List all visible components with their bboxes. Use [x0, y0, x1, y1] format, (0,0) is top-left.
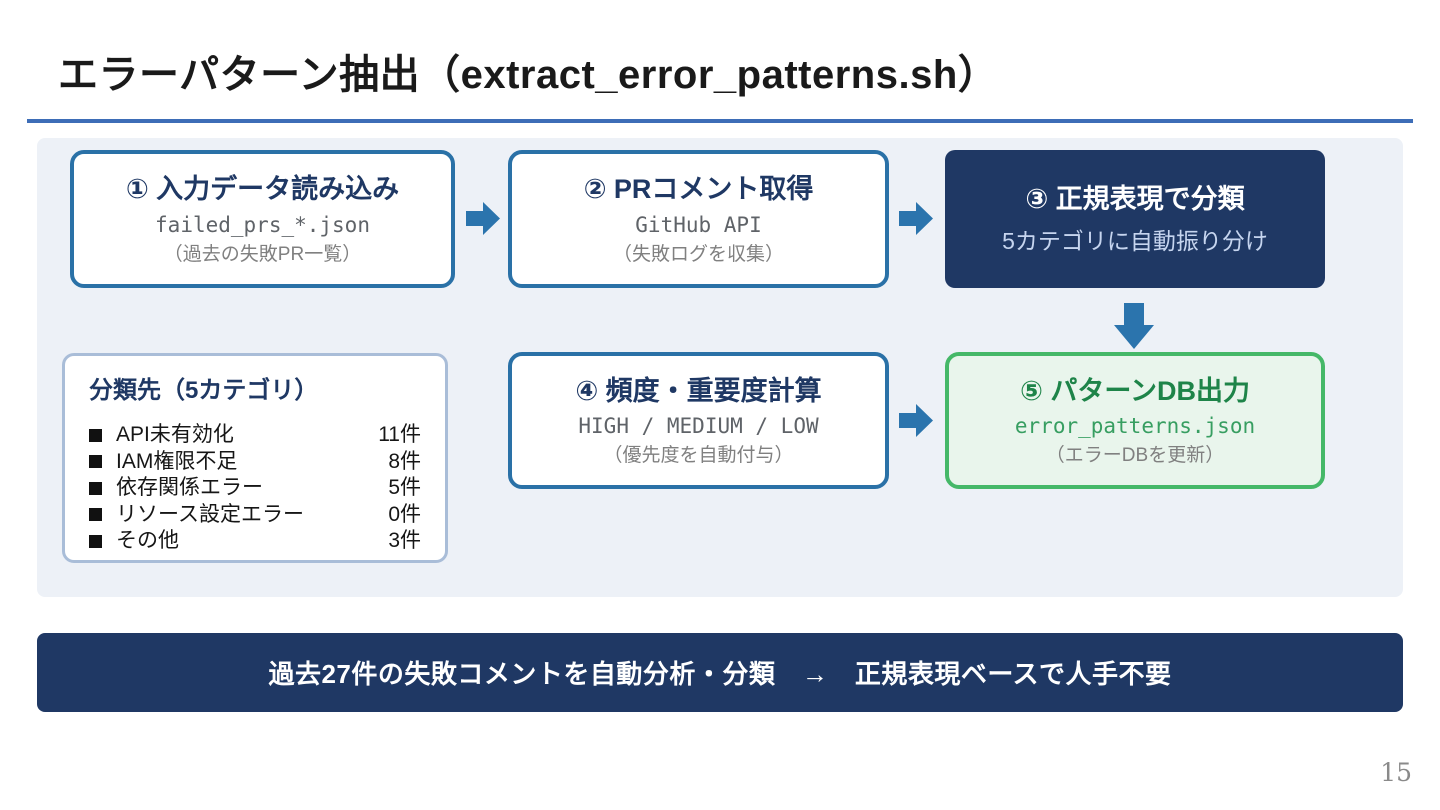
step-note: （優先度を自動付与）: [603, 445, 794, 467]
arrow-right-icon: [899, 402, 933, 444]
category-list-title: 分類先（5カテゴリ）: [89, 377, 319, 404]
category-label: 依存関係エラー: [116, 476, 263, 500]
category-label: リソース設定エラー: [116, 502, 304, 526]
category-count: 0件: [388, 502, 421, 526]
category-label: その他: [116, 529, 179, 553]
bullet-square-icon: [89, 508, 102, 522]
bullet-square-icon: [89, 428, 102, 442]
step-note: （失敗ログを収集）: [612, 243, 784, 265]
title-divider: [27, 119, 1413, 123]
category-count: 3件: [388, 529, 421, 553]
category-label: IAM権限不足: [116, 449, 238, 473]
page-number: 15: [1380, 758, 1412, 787]
category-count: 5件: [388, 476, 421, 500]
flow-step-3-regex-classify: ③ 正規表現で分類 5カテゴリに自動振り分け: [945, 150, 1325, 288]
bullet-square-icon: [89, 455, 102, 469]
flow-step-4-frequency-severity: ④ 頻度・重要度計算 HIGH / MEDIUM / LOW （優先度を自動付与…: [508, 352, 889, 489]
step-note: （エラーDBを更新）: [1045, 445, 1225, 467]
step-note: （過去の失敗PR一覧）: [163, 243, 362, 265]
category-list: API未有効化 11件 IAM権限不足 8件 依存関係エラー 5件 リソース設定…: [89, 423, 421, 552]
category-list-panel: 分類先（5カテゴリ） API未有効化 11件 IAM権限不足 8件 依存関係エラ…: [62, 353, 448, 563]
category-label: API未有効化: [116, 423, 234, 446]
arrow-right-icon: [466, 200, 500, 242]
step-code: GitHub API: [635, 212, 762, 237]
flow-step-1-input: ① 入力データ読み込み failed_prs_*.json （過去の失敗PR一覧…: [70, 150, 455, 288]
step-title: ① 入力データ読み込み: [125, 174, 400, 205]
bullet-square-icon: [89, 481, 102, 495]
flow-step-5-pattern-db-output: ⑤ パターンDB出力 error_patterns.json （エラーDBを更新…: [945, 352, 1325, 489]
step-title: ③ 正規表現で分類: [1025, 183, 1245, 214]
step-subtitle: 5カテゴリに自動振り分け: [1002, 228, 1268, 255]
list-item: 依存関係エラー 5件: [89, 477, 421, 499]
page-title: エラーパターン抽出（extract_error_patterns.sh）: [58, 53, 999, 97]
step-code: HIGH / MEDIUM / LOW: [578, 414, 819, 439]
arrow-down-icon: [1114, 303, 1154, 354]
step-title: ④ 頻度・重要度計算: [575, 375, 822, 406]
list-item: API未有効化 11件: [89, 423, 421, 446]
bullet-square-icon: [89, 534, 102, 548]
step-title: ② PRコメント取得: [583, 174, 814, 205]
step-code: failed_prs_*.json: [155, 212, 370, 237]
flow-step-2-pr-comments: ② PRコメント取得 GitHub API （失敗ログを収集）: [508, 150, 889, 288]
step-code: error_patterns.json: [1014, 414, 1256, 439]
arrow-right-icon: [899, 200, 933, 242]
list-item: IAM権限不足 8件: [89, 449, 421, 473]
summary-banner: 過去27件の失敗コメントを自動分析・分類 → 正規表現ベースで人手不要: [37, 633, 1403, 712]
list-item: リソース設定エラー 0件: [89, 502, 421, 526]
summary-banner-text: 過去27件の失敗コメントを自動分析・分類 → 正規表現ベースで人手不要: [268, 659, 1172, 689]
step-title: ⑤ パターンDB出力: [1019, 375, 1250, 406]
category-count: 8件: [388, 449, 421, 473]
list-item: その他 3件: [89, 530, 421, 552]
category-count: 11件: [378, 423, 421, 446]
